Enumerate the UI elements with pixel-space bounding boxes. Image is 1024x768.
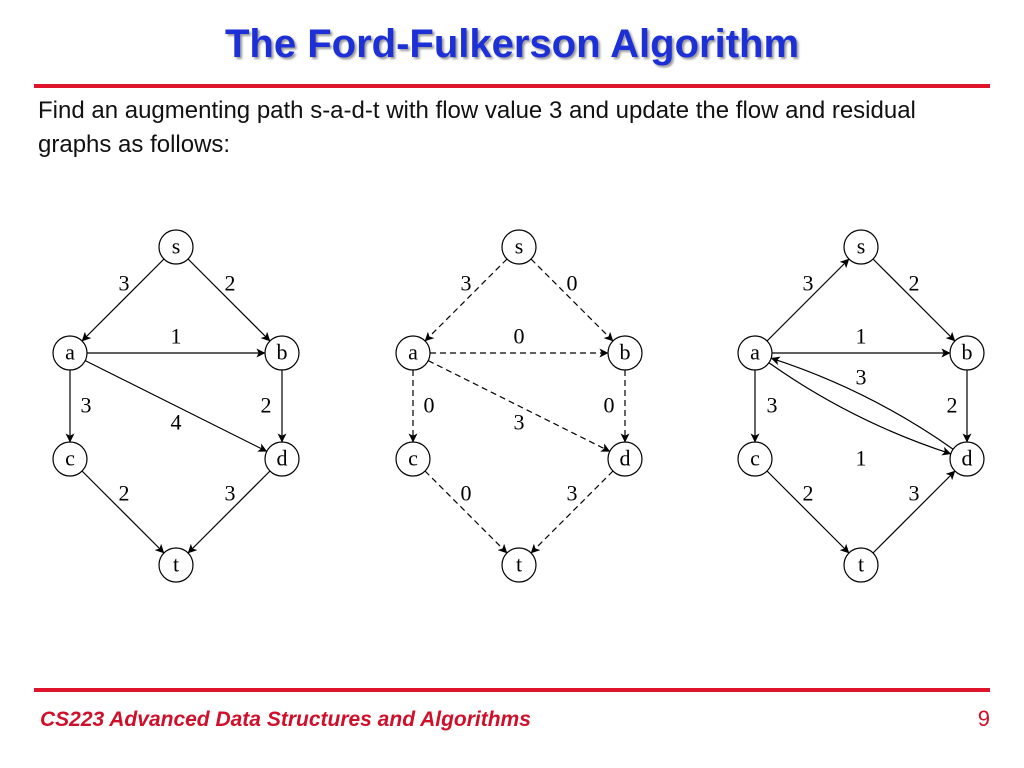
svg-text:b: b [277,340,288,365]
edge-c-t [766,470,850,554]
svg-text:a: a [65,340,75,365]
node-d: d [264,441,300,477]
node-b: b [949,335,985,371]
node-t: t [501,547,537,583]
svg-text:c: c [750,446,760,471]
title-divider [34,84,990,88]
edge-label-d-t: 3 [225,481,236,506]
edge-label-s-b: 0 [567,271,578,296]
graph-left: 3 2 1 3 4 2 2 3 s a b c d t [52,229,300,583]
edge-label-a-b: 1 [856,324,867,349]
edge-label-b-d: 0 [604,393,615,418]
node-d: d [949,441,985,477]
slide-body-text: Find an augmenting path s-a-d-t with flo… [38,97,916,158]
edge-a-d [84,360,268,452]
node-c: c [737,441,773,477]
edge-a-d [768,362,952,456]
node-b: b [607,335,643,371]
svg-text:b: b [962,340,973,365]
edge-label-s-a: 3 [119,271,130,296]
edge-label-c-t: 0 [461,481,472,506]
svg-text:t: t [173,552,179,577]
edge-label-s-a: 3 [461,271,472,296]
edge-label-a-c: 3 [81,393,92,418]
node-a: a [52,335,88,371]
svg-text:s: s [857,234,866,259]
edge-c-t [81,470,165,554]
svg-text:c: c [408,446,418,471]
edge-label-t-d: 3 [909,481,920,506]
edge-label-s-b: 2 [225,271,236,296]
node-c: c [395,441,431,477]
svg-text:s: s [172,234,181,259]
edge-label-b-d: 2 [261,393,272,418]
edge-s-a [81,258,165,342]
svg-text:c: c [65,446,75,471]
svg-text:a: a [408,340,418,365]
svg-text:a: a [750,340,760,365]
svg-text:d: d [620,446,631,471]
edge-t-d [872,470,956,554]
edge-label-c-t: 2 [119,481,130,506]
edge-a-s [766,258,850,342]
footer-course-title: CS223 Advanced Data Structures and Algor… [40,708,531,731]
svg-text:t: t [858,552,864,577]
node-c: c [52,441,88,477]
edge-label-b-d: 2 [947,393,958,418]
edge-s-b [872,258,956,342]
node-s: s [501,229,537,265]
node-d: d [607,441,643,477]
edge-label-a-d: 3 [514,410,525,435]
edge-label-a-b: 1 [171,324,182,349]
edge-d-a [770,356,954,450]
edge-label-d-t: 3 [567,481,578,506]
svg-text:t: t [516,552,522,577]
footer-divider [34,688,990,692]
edge-s-b [187,258,271,342]
node-s: s [843,229,879,265]
slide-title: The Ford-Fulkerson Algorithm [224,22,800,66]
node-s: s [158,229,194,265]
edge-label-d-a: 3 [856,365,867,390]
edge-label-a-b: 0 [514,324,525,349]
edge-label-a-c: 3 [767,393,778,418]
edge-a-d [427,360,611,452]
svg-text:d: d [277,446,288,471]
node-t: t [158,547,194,583]
edge-label-a-c: 0 [424,393,435,418]
edge-label-a-s: 3 [803,271,814,296]
node-a: a [737,335,773,371]
graph-middle: 3 0 0 0 3 0 0 3 s a b c d t [395,229,643,583]
edge-label-a-d: 1 [856,446,867,471]
page-number: 9 [977,706,990,731]
node-a: a [395,335,431,371]
edge-d-t [187,470,271,554]
svg-text:d: d [962,446,973,471]
edge-label-s-b: 2 [909,271,920,296]
svg-text:b: b [620,340,631,365]
edge-label-a-d: 4 [171,410,182,435]
node-t: t [843,547,879,583]
svg-text:s: s [515,234,524,259]
node-b: b [264,335,300,371]
graph-right: 3 2 1 3 1 3 2 2 3 s a b c d t [737,229,985,583]
edge-label-c-t: 2 [803,481,814,506]
